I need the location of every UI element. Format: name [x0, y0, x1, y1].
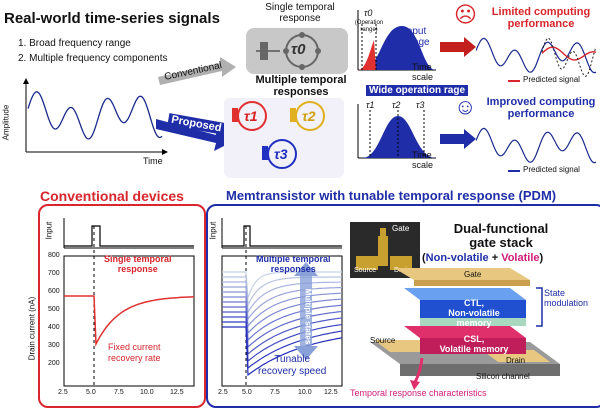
- sad-face-icon: ☹: [454, 2, 477, 27]
- feature-item-2: 2. Multiple frequency components: [18, 53, 168, 64]
- conv-ytick: 800: [48, 252, 60, 259]
- outcome-bottom-text: Improved computing performance: [486, 96, 596, 120]
- pdm-xtick: 7.5: [270, 389, 280, 396]
- tau0-label: τ0: [291, 41, 306, 58]
- dist-top-xlabel: Time scale: [412, 62, 434, 82]
- gate-stack-subtitle: (Non-volatile + Volatile): [422, 252, 544, 264]
- pdm-xtick: 5.0: [242, 389, 252, 396]
- feature-item-1: 1. Broad frequency range: [18, 38, 131, 49]
- input-signal-plot: [23, 78, 168, 155]
- dist-bottom-tau1: τ1: [366, 100, 375, 110]
- conv-xtick: 5.0: [86, 389, 96, 396]
- pdm-response-curve: [222, 301, 343, 342]
- photo-source-label: Source: [354, 267, 377, 274]
- tau1-label: τ1: [244, 108, 258, 124]
- conv-xtick: 12.5: [170, 389, 184, 396]
- conv-annotation: Single temporal response: [104, 254, 172, 274]
- gate-stack-title: Dual-functional gate stack: [453, 221, 549, 250]
- outcome-bottom-plot: [476, 127, 597, 164]
- device-photo: [350, 222, 420, 278]
- signal-ylabel: Amplitude: [1, 104, 11, 141]
- dist-top-label: Input range: [404, 26, 430, 48]
- pdm-response-curve: [222, 281, 342, 314]
- signal-xlabel: Time: [143, 156, 163, 166]
- conventional-current-plot: [63, 218, 195, 387]
- pdm-title: Memtransistor with tunable temporal resp…: [222, 188, 561, 203]
- outcome-bottom-legend: Predicted signal: [523, 165, 580, 174]
- pdm-response-curve: [222, 306, 343, 349]
- outcome-top-plot: [476, 37, 597, 77]
- temporal-characteristics-label: Temporal response characteristics: [350, 388, 487, 398]
- dist-bottom-tau3: τ3: [416, 100, 425, 110]
- proposed-arrow: [156, 119, 234, 151]
- pdm-response-curve: [222, 271, 342, 299]
- pdm-current-plot: [221, 218, 343, 387]
- conv-ytick: 600: [48, 288, 60, 295]
- pdm-states-label: Multiple states: [303, 288, 313, 345]
- single-response-box: [246, 28, 348, 74]
- conv-xtick: 2.5: [58, 389, 68, 396]
- pdm-input-label: Input: [208, 221, 218, 240]
- wide-range-label: Wide operation rage: [366, 85, 469, 96]
- conventional-arrow: [158, 57, 236, 85]
- conv-xtick: 7.5: [114, 389, 124, 396]
- drain-label: Drain: [506, 356, 526, 365]
- pdm-annotation-2: Tunable recovery speed: [258, 354, 327, 377]
- pdm-xtick: 2.5: [218, 389, 228, 396]
- single-response-title: Single temporal response: [265, 2, 335, 24]
- conventional-devices-title: Conventional devices: [36, 188, 188, 204]
- pdm-response-curve: [222, 321, 343, 370]
- conv-ytick: 200: [48, 360, 60, 367]
- conv-ytick: 700: [48, 270, 60, 277]
- page-title: Real-world time-series signals: [4, 10, 220, 27]
- ctl-label: CTL, Non-volatile memory: [448, 298, 500, 328]
- gate-layer-label: Gate: [464, 270, 482, 279]
- conv-xtick: 10.0: [140, 389, 154, 396]
- csl-label: CSL, Volatile memory: [439, 334, 509, 354]
- multi-response-title: Multiple temporal responses: [255, 74, 347, 98]
- conv-input-label: Input: [44, 221, 54, 240]
- outcome-bottom-arrow: [440, 134, 466, 144]
- conv-ytick: 400: [48, 324, 60, 331]
- tau2-label: τ2: [302, 108, 316, 124]
- pdm-response-curve: [222, 291, 343, 328]
- pdm-response-curve: [222, 326, 343, 377]
- pdm-xtick: 10.0: [298, 389, 312, 396]
- happy-face-icon: ☺: [454, 94, 477, 119]
- input-signal-line: [27, 91, 163, 140]
- pdm-response-curve: [222, 276, 342, 308]
- pdm-xtick: 12.5: [324, 389, 338, 396]
- photo-gate-label: Gate: [392, 224, 410, 233]
- channel-label: Silicon channel: [476, 372, 530, 381]
- dist-top-tau: τ0: [364, 8, 373, 18]
- pdm-response-curve: [222, 316, 343, 363]
- tau3-label: τ3: [274, 146, 288, 162]
- outcome-top-text: Limited computing performance: [491, 6, 591, 30]
- dist-bottom-xlabel: Time scale: [412, 150, 434, 170]
- gate-stack-diagram: [370, 268, 560, 390]
- bottom-distribution-plot: [357, 104, 436, 159]
- outcome-top-arrow: [440, 42, 466, 52]
- conv-ylabel: Drain current (nA): [27, 296, 37, 361]
- conv-ytick: 300: [48, 342, 60, 349]
- source-label: Source: [370, 336, 396, 345]
- outcome-top-legend: Predicted signal: [523, 75, 580, 84]
- top-distribution-plot: [357, 10, 436, 71]
- pdm-annotation: Multiple temporal responses: [256, 254, 331, 274]
- dist-bottom-tau2: τ2: [392, 100, 401, 110]
- pdm-response-curve: [222, 311, 343, 356]
- dist-top-note: (Operation range): [354, 20, 384, 33]
- multi-response-box: [224, 98, 344, 178]
- state-modulation-label: State modulation: [544, 288, 589, 308]
- conv-ytick: 500: [48, 306, 60, 313]
- conv-annotation-2: Fixed current recovery rate: [108, 342, 161, 363]
- pdm-response-curve: [222, 286, 343, 321]
- pdm-response-curve: [222, 296, 343, 335]
